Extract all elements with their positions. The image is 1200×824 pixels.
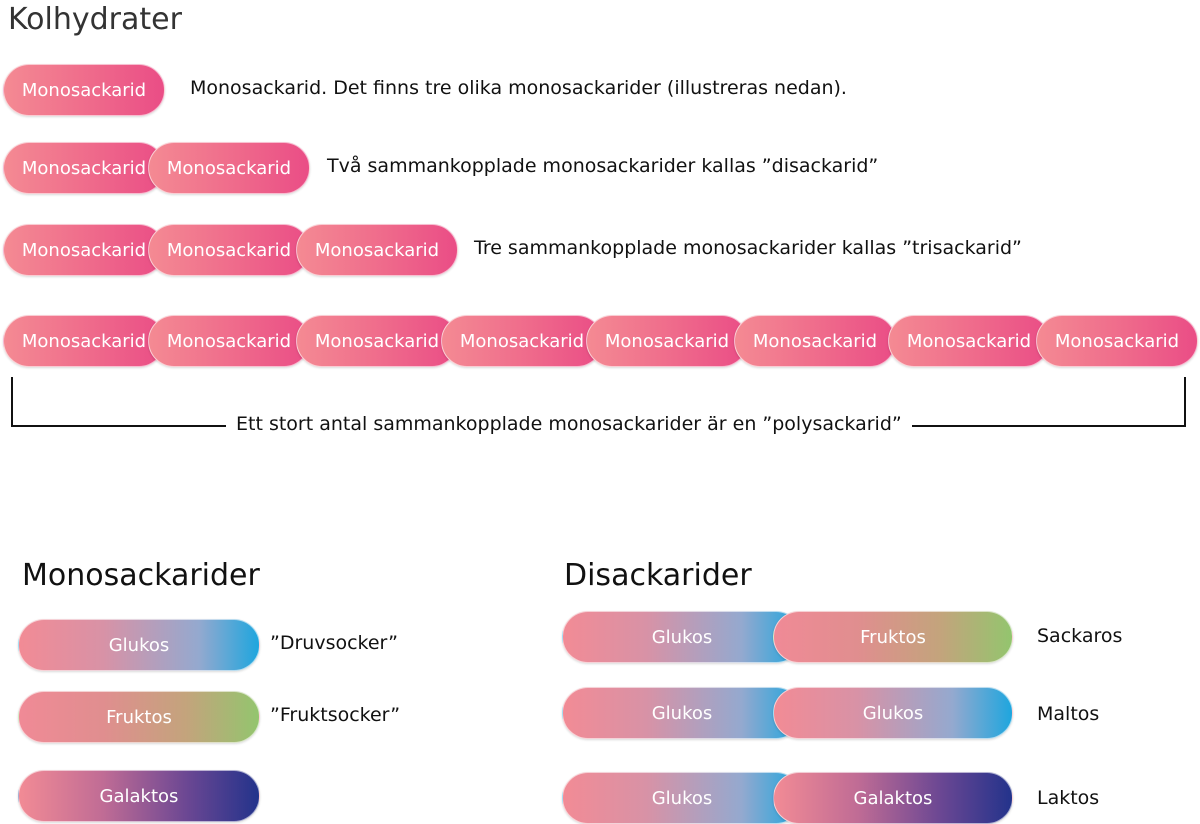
monosaccharide-pill: Monosackarid [1036,315,1198,367]
monosaccharide-pill: Monosackarid [3,315,165,367]
di-section-heading: Disackarider [564,558,752,593]
monosaccharide-pill: Monosackarid [3,224,165,276]
glukos-pill: Glukos [773,687,1013,739]
tri-description: Tre sammankopplade monosackarider kallas… [474,237,1022,259]
fruktos-note: ”Fruktsocker” [270,704,401,726]
galaktos-pill: Galaktos [773,772,1013,824]
glukos-pill: Glukos [18,619,260,671]
monosaccharide-pill: Monosackarid [296,224,458,276]
fruktos-pill: Fruktos [18,691,260,743]
monosaccharide-pill: Monosackarid [3,142,165,194]
galaktos-pill: Galaktos [18,770,260,822]
monosaccharide-pill: Monosackarid [3,64,165,116]
mono-description: Monosackarid. Det finns tre olika monosa… [190,77,847,99]
glukos-pill: Glukos [562,772,802,824]
laktos-label: Laktos [1037,787,1100,809]
di-description: Två sammankopplade monosackarider kallas… [327,155,879,177]
monosaccharide-pill: Monosackarid [586,315,748,367]
mono-section-heading: Monosackarider [22,558,260,593]
glukos-note: ”Druvsocker” [270,632,399,654]
page-title: Kolhydrater [8,2,182,37]
monosaccharide-pill: Monosackarid [148,315,310,367]
maltos-label: Maltos [1037,703,1100,725]
monosaccharide-pill: Monosackarid [734,315,896,367]
sackaros-label: Sackaros [1037,625,1123,647]
monosaccharide-pill: Monosackarid [296,315,458,367]
monosaccharide-pill: Monosackarid [148,142,310,194]
glukos-pill: Glukos [562,687,802,739]
fruktos-pill: Fruktos [773,611,1013,663]
monosaccharide-pill: Monosackarid [148,224,310,276]
bracket-left [11,377,13,427]
monosaccharide-pill: Monosackarid [441,315,603,367]
glukos-pill: Glukos [562,611,802,663]
poly-description: Ett stort antal sammankopplade monosacka… [226,413,912,435]
monosaccharide-pill: Monosackarid [888,315,1050,367]
bracket-right [1184,377,1186,427]
